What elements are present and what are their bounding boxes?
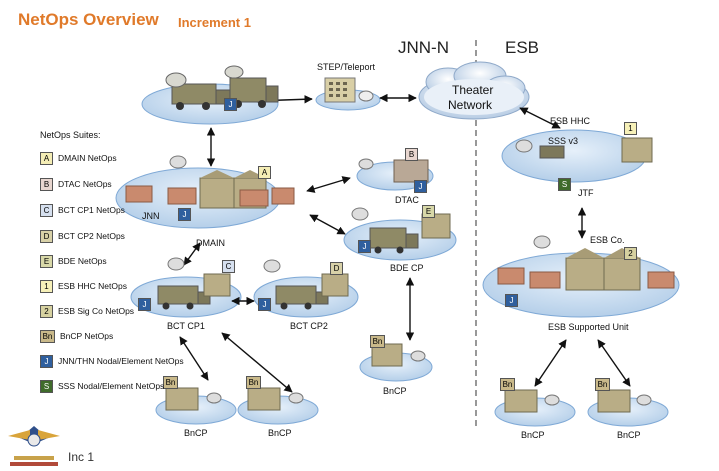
esb-co-label: ESB Co. (590, 235, 625, 245)
column-header-jnn-n: JNN-N (398, 38, 449, 57)
badge-2-esb-co: 2 (624, 247, 637, 260)
badge-j-dtac: J (414, 180, 427, 193)
badge-j-esb: J (505, 294, 518, 307)
teleport-building (324, 77, 374, 103)
bncp-mid-equipment (247, 387, 304, 411)
badge-bn-left: Bn (163, 376, 178, 389)
legend-item: D BCT CP2 NetOps (40, 229, 125, 243)
page-title: NetOps Overview (18, 10, 159, 29)
legend-badge: C (40, 203, 53, 217)
bncp-esb-right-equipment (597, 389, 652, 413)
esb-supported-unit-equipment (497, 235, 675, 291)
bncp-esb-left-label: BnCP (521, 430, 545, 440)
legend-label: DTAC NetOps (58, 179, 112, 189)
dmain-equipment (125, 155, 295, 209)
bde-cp-equipment (351, 207, 451, 254)
esb-supported-unit-label: ESB Supported Unit (548, 322, 629, 332)
arrow-cloud-to-esb (519, 107, 561, 129)
esb-hhc-label: ESB HHC (550, 116, 591, 126)
bncp-left-label: BnCP (184, 428, 208, 438)
bct-cp1-equipment (157, 257, 231, 310)
legend-badge: S (40, 379, 53, 393)
badge-a-dmain: A (258, 166, 271, 179)
bde-cp-label: BDE CP (390, 263, 424, 273)
bncp-esb-right-label: BnCP (617, 430, 641, 440)
theater-network-cloud (418, 61, 530, 120)
bncp-bde-equipment (371, 343, 426, 367)
badge-j-dmain: J (178, 208, 191, 221)
bct-cp2-equipment (263, 259, 349, 310)
bncp-mid-label: BnCP (268, 428, 292, 438)
legend-badge: A (40, 151, 53, 165)
legend-label: BnCP NetOps (60, 331, 114, 341)
badge-bn-mid: Bn (246, 376, 261, 389)
footer-increment: Inc 1 (68, 450, 95, 464)
legend-item: B DTAC NetOps (40, 177, 112, 191)
legend-badge: 2 (40, 304, 53, 318)
jnn-label: JNN (142, 211, 160, 221)
badge-e-bde: E (422, 205, 435, 218)
badge-c-bct1: C (222, 260, 235, 273)
arrow-bct1-to-bncp-mid (221, 332, 293, 393)
legend-badge: 1 (40, 279, 53, 293)
bncp-left-equipment (165, 387, 222, 411)
bncp-esb-left-equipment (504, 389, 560, 413)
legend-label: JNN/THN Nodal/Element NetOps (58, 356, 184, 366)
column-header-esb: ESB (505, 38, 540, 57)
arrow-esb-to-bncp-right (597, 339, 631, 387)
legend-badge: D (40, 229, 53, 243)
legend-badge: Bn (40, 329, 55, 343)
bct-cp2-label: BCT CP2 (290, 321, 328, 331)
legend-badge: B (40, 177, 53, 191)
badge-bn-bde: Bn (370, 335, 385, 348)
badge-j-bct2: J (258, 298, 271, 311)
arrow-dmain-to-dtac (306, 176, 351, 193)
legend-item: S SSS Nodal/Element NetOps (40, 379, 164, 393)
legend-item: Bn BnCP NetOps (40, 329, 113, 343)
legend-label: DMAIN NetOps (58, 153, 117, 163)
badge-j-bct1: J (138, 298, 151, 311)
jtf-label: JTF (578, 188, 594, 198)
badge-j-step: J (224, 98, 237, 111)
arrow-dmain-to-bct (183, 242, 201, 266)
legend-label: SSS Nodal/Element NetOps (58, 381, 165, 391)
page-subtitle: Increment 1 (178, 15, 251, 30)
theater-network-label-1: Theater (452, 83, 494, 97)
badge-s-esb-hhc: S (558, 178, 571, 191)
step-teleport-label: STEP/Teleport (317, 62, 376, 72)
arrow-bct1-to-bncp-left (179, 336, 209, 381)
legend-label: BCT CP1 NetOps (58, 205, 125, 215)
bncp-bde-label: BnCP (383, 386, 407, 396)
badge-d-bct2: D (330, 262, 343, 275)
dtac-label: DTAC (395, 195, 419, 205)
legend-item: 2 ESB Sig Co NetOps (40, 304, 134, 318)
dtac-equipment (358, 158, 429, 183)
bct-cp1-label: BCT CP1 (167, 321, 205, 331)
legend-title: NetOps Suites: (40, 130, 101, 140)
legend-badge: J (40, 354, 53, 368)
legend-item: E BDE NetOps (40, 254, 107, 268)
badge-b-dtac: B (405, 148, 418, 161)
arrow-dmain-to-bde (309, 214, 346, 235)
sss-v3-label: SSS v3 (548, 136, 579, 146)
badge-j-bde: J (358, 240, 371, 253)
legend-item: C BCT CP1 NetOps (40, 203, 125, 217)
legend-label: BDE NetOps (58, 256, 107, 266)
legend-item: A DMAIN NetOps (40, 151, 117, 165)
legend-label: BCT CP2 NetOps (58, 231, 125, 241)
esb-hhc-equipment (515, 137, 653, 163)
legend-badge: E (40, 254, 53, 268)
arrow-esb-to-bncp-left (534, 339, 567, 387)
legend-label: ESB Sig Co NetOps (58, 306, 135, 316)
badge-bn-esb-left: Bn (500, 378, 515, 391)
organization-seal (8, 426, 60, 466)
badge-1-esb-hhc: 1 (624, 122, 637, 135)
legend-item: J JNN/THN Nodal/Element NetOps (40, 354, 184, 368)
legend-item: 1 ESB HHC NetOps (40, 279, 127, 293)
dmain-label: DMAIN (196, 238, 225, 248)
legend-label: ESB HHC NetOps (58, 281, 127, 291)
theater-network-label-2: Network (448, 98, 493, 112)
badge-bn-esb-right: Bn (595, 378, 610, 391)
